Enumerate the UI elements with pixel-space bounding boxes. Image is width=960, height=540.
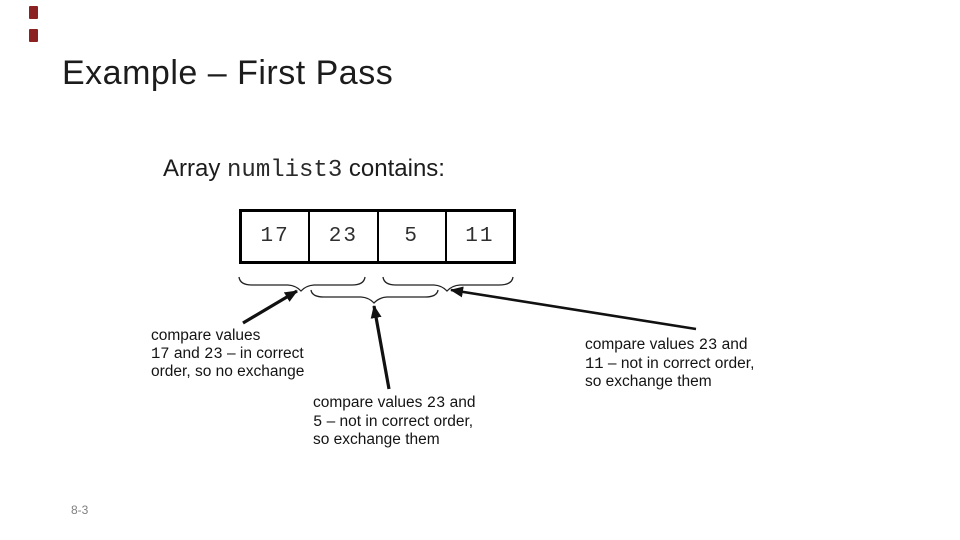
underbrace-5-11-icon	[382, 276, 514, 292]
annotation-line: so exchange them	[585, 373, 712, 390]
annotation-line: order, so no exchange	[151, 363, 305, 380]
annotation-line: 5 – not in correct order,	[313, 412, 474, 431]
arrow-17-23-icon	[242, 289, 298, 325]
slide-page-number: 8-3	[71, 503, 89, 517]
annotation-line: 11 – not in correct order,	[585, 354, 755, 373]
annotation-line: compare values 23 and	[313, 394, 476, 412]
arrow-23-11-icon	[450, 286, 697, 331]
annotation-line: so exchange them	[313, 431, 440, 448]
slide-accent-marks	[29, 6, 41, 44]
array-cell-2: 5	[376, 212, 445, 261]
annotation-line: compare values 23 and	[585, 336, 748, 354]
array-cell-3: 11	[444, 212, 513, 261]
underbrace-17-23-icon	[238, 276, 366, 292]
annotation-compare-23-11: compare values 23 and 11 – not in correc…	[585, 336, 754, 391]
underbrace-23-5-icon	[310, 289, 439, 304]
slide-title: Example – First Pass	[62, 54, 394, 92]
annotation-compare-17-23: compare values 17 and 23 – in correct or…	[151, 327, 304, 381]
annotation-line: 17 and 23 – in correct	[151, 344, 304, 363]
arrow-23-5-icon	[370, 305, 391, 390]
annotation-line: compare values	[151, 327, 261, 344]
array-box: 17 23 5 11	[239, 209, 516, 264]
array-heading: Array numlist3 contains:	[163, 155, 445, 184]
annotation-compare-23-5: compare values 23 and 5 – not in correct…	[313, 394, 476, 449]
accent-mark-icon	[29, 6, 38, 19]
array-cell-0: 17	[260, 225, 290, 248]
array-cell-1: 23	[308, 212, 376, 261]
accent-mark-icon	[29, 29, 38, 42]
